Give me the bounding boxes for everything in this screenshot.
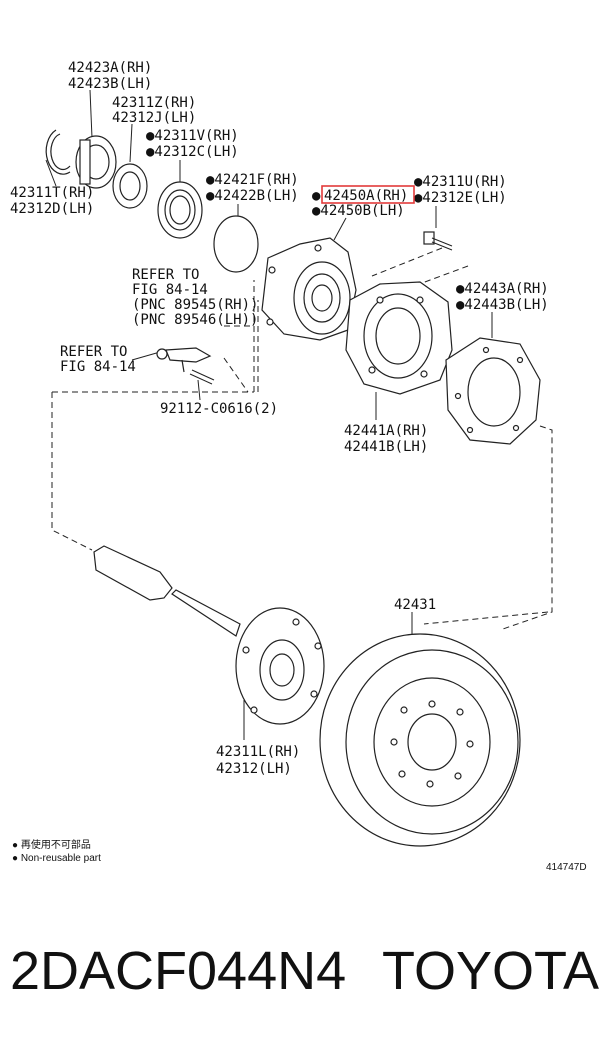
label-pnc-89545[interactable]: (PNC 89545(RH)): [132, 297, 258, 313]
figure-id: 414747D: [546, 862, 587, 873]
label-42312e[interactable]: ●42312E(LH): [414, 190, 507, 206]
wheel-speed-sensor: [156, 347, 212, 373]
label-42450a-dot: ●: [312, 188, 321, 204]
gasket-42421f: [213, 215, 259, 273]
label-42312j[interactable]: 42312J(LH): [112, 110, 196, 126]
label-pnc-89546[interactable]: (PNC 89546(LH)): [132, 312, 258, 328]
legend-line-en: ● Non-reusable part: [12, 853, 101, 864]
leader-lines: [45, 89, 493, 740]
label-42312c[interactable]: ●42312C(LH): [146, 144, 239, 160]
part-number: 2DACF044N4: [10, 941, 347, 1001]
label-42423a[interactable]: 42423A(RH): [68, 60, 152, 76]
label-42311l[interactable]: 42311L(RH): [216, 744, 300, 760]
snap-ring-42311t: [45, 129, 71, 175]
label-42311v[interactable]: ●42311V(RH): [146, 128, 239, 144]
label-refer-to-1: REFER TO: [132, 267, 199, 283]
brand-name: TOYOTA: [382, 941, 600, 1001]
label-fig-84-14-1[interactable]: FIG 84-14: [132, 282, 208, 298]
bolt-42311u: [423, 231, 453, 251]
hub-bearing-42450: [261, 237, 357, 341]
label-42443b[interactable]: ●42443B(LH): [456, 297, 549, 313]
label-42312[interactable]: 42312(LH): [216, 761, 292, 777]
label-42441a[interactable]: 42441A(RH): [344, 423, 428, 439]
product-caption: 2DACF044N4 TOYOTA: [10, 940, 599, 1010]
brake-disc-42431: [319, 633, 521, 847]
label-42423b[interactable]: 42423B(LH): [68, 76, 152, 92]
label-92112-c0616[interactable]: 92112-C0616(2): [160, 401, 278, 417]
part-labels: 42423A(RH) 42423B(LH) 42311Z(RH) 42312J(…: [10, 60, 549, 777]
label-fig-84-14-2[interactable]: FIG 84-14: [60, 359, 136, 375]
label-42450a[interactable]: 42450A(RH): [324, 188, 408, 204]
label-42443a[interactable]: ●42443A(RH): [456, 281, 549, 297]
highlight-42450a: [321, 185, 415, 204]
legend: ● 再使用不可部品 ● Non-reusable part: [12, 838, 101, 864]
label-42450b[interactable]: ●42450B(LH): [312, 203, 405, 219]
exploded-parts-diagram: 42423A(RH) 42423B(LH) 42311Z(RH) 42312J(…: [10, 60, 587, 873]
label-42441b[interactable]: 42441B(LH): [344, 439, 428, 455]
label-42431[interactable]: 42431: [394, 597, 436, 613]
label-42311u[interactable]: ●42311U(RH): [414, 174, 507, 190]
label-42311t[interactable]: 42311T(RH): [10, 185, 94, 201]
gasket-42443: [445, 337, 541, 445]
legend-line-jp: ● 再使用不可部品: [12, 838, 91, 851]
label-42421f[interactable]: ●42421F(RH): [206, 172, 299, 188]
ring-42311z: [112, 163, 148, 209]
seal-42311v: [157, 181, 203, 239]
backing-plate-42441: [345, 281, 453, 395]
bearing-42423: [75, 135, 117, 189]
bolt-92112: [189, 369, 215, 385]
label-42312d[interactable]: 42312D(LH): [10, 201, 94, 217]
axle-shaft-42311l: [93, 545, 325, 725]
label-refer-to-2: REFER TO: [60, 344, 127, 360]
label-42422b[interactable]: ●42422B(LH): [206, 188, 299, 204]
dashed-assembly-lines: [51, 247, 553, 631]
label-42311z[interactable]: 42311Z(RH): [112, 95, 196, 111]
